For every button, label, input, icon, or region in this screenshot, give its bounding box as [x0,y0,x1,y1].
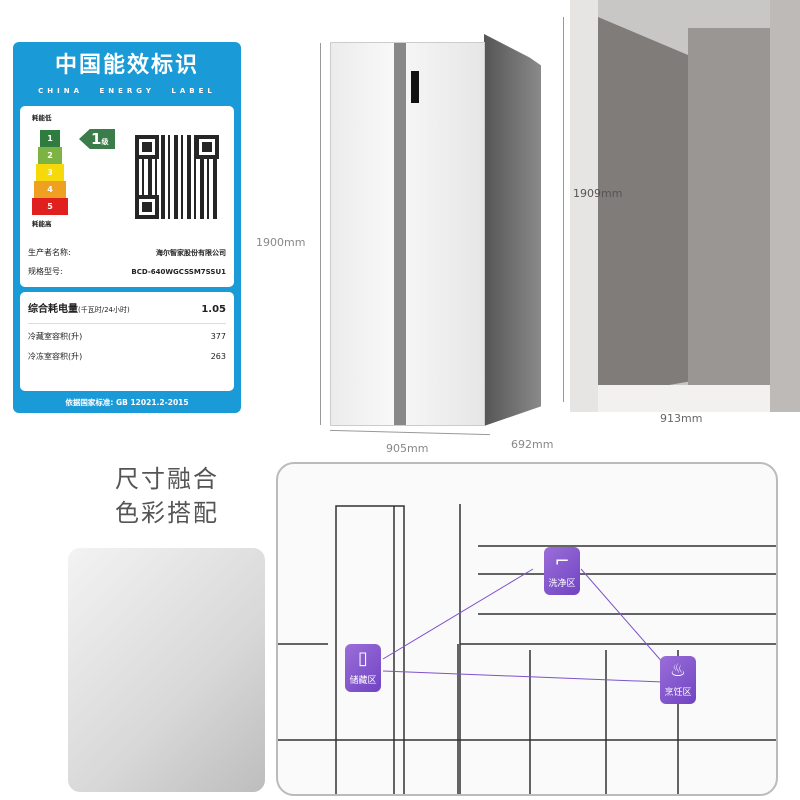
standard-text: 依据国家标准: GB 12021.2-2015 [65,398,189,407]
wok-icon: ♨ [669,660,687,681]
fridge-icon: ▯ [358,648,368,669]
freezer-volume-label: 冷冻室容积(升) [28,352,83,361]
wash-zone-label: 洗净区 [548,579,576,589]
headline: 尺寸融合 色彩搭配 [115,462,219,530]
consumption-row: 综合耗电量(千瓦时/24小时) 1.05 [28,302,226,324]
niche-height-dim: 1909mm [573,187,623,200]
headline-line1: 尺寸融合 [115,465,219,493]
low-consumption-label: 耗能低 [32,114,52,122]
door-gap [394,43,406,425]
cooking-zone-label: 烹饪区 [664,688,692,698]
width-dim: 905mm [386,442,429,455]
display-panel [411,71,419,103]
height-line [320,43,321,425]
consumption-value: 1.05 [201,304,226,315]
width-line [330,429,490,436]
consumption-panel: 综合耗电量(千瓦时/24小时) 1.05 冷藏室容积(升) 377 冷冻室容积(升)… [20,292,234,391]
height-dim: 1900mm [256,236,306,249]
storage-zone-label: 储藏区 [349,676,377,686]
fridge-image [330,42,485,426]
consumption-unit: (千瓦时/24小时) [78,306,130,314]
freezer-volume-value: 263 [210,352,226,361]
qr-code [135,135,219,219]
manufacturer-label: 生产者名称: [28,248,71,257]
kitchen-sketch: ⌐ 洗净区 ▯ 储藏区 ♨ 烹饪区 [276,462,778,796]
fridge-volume-label: 冷藏室容积(升) [28,332,83,341]
model-label: 规格型号: [28,267,63,276]
depth-dim: 692mm [511,438,554,451]
grade-bar-3: 3 [36,164,64,181]
wash-zone-badge: ⌐ 洗净区 [544,547,580,595]
drawing-hand-photo [68,548,265,792]
grade-panel: 耗能低 1 2 3 4 5 耗能高 1级 生产者名称:海尔智家股份有限公司 规格… [20,106,234,287]
headline-line2: 色彩搭配 [115,499,219,527]
model-row: 规格型号: BCD-640WGCSSM7SSU1 [28,266,226,278]
fridge-side [484,34,541,426]
grade-bar-1: 1 [40,130,60,147]
high-consumption-label: 耗能高 [32,220,52,228]
label-subtitle: CHINA ENERGY LABEL [38,87,216,95]
grade-suffix: 级 [101,138,109,146]
faucet-icon: ⌐ [554,551,570,572]
cooking-zone-badge: ♨ 烹饪区 [660,656,696,704]
niche-height-line [563,17,564,402]
consumption-label: 综合耗电量 [28,304,78,315]
storage-zone-badge: ▯ 储藏区 [345,644,381,692]
freezer-volume-row: 冷冻室容积(升) 263 [28,351,226,363]
manufacturer-row: 生产者名称: 海尔智家股份有限公司 [28,247,226,259]
current-grade-arrow: 1级 [79,129,115,149]
fridge-volume-row: 冷藏室容积(升) 377 [28,331,226,343]
manufacturer-value: 海尔智家股份有限公司 [156,249,226,257]
fridge-volume-value: 377 [210,332,226,341]
energy-label: 中国能效标识 CHINA ENERGY LABEL 耗能低 1 2 3 4 5 … [13,42,241,413]
grade-bar-4: 4 [34,181,66,198]
niche-image [570,0,800,412]
niche-width-dim: 913mm [660,412,703,425]
model-value: BCD-640WGCSSM7SSU1 [131,268,226,276]
grade-bar-2: 2 [38,147,62,164]
current-grade: 1 [91,130,102,148]
label-title: 中国能效标识 [54,53,199,78]
grade-bar-5: 5 [32,198,68,215]
kitchen-lines [278,504,776,794]
